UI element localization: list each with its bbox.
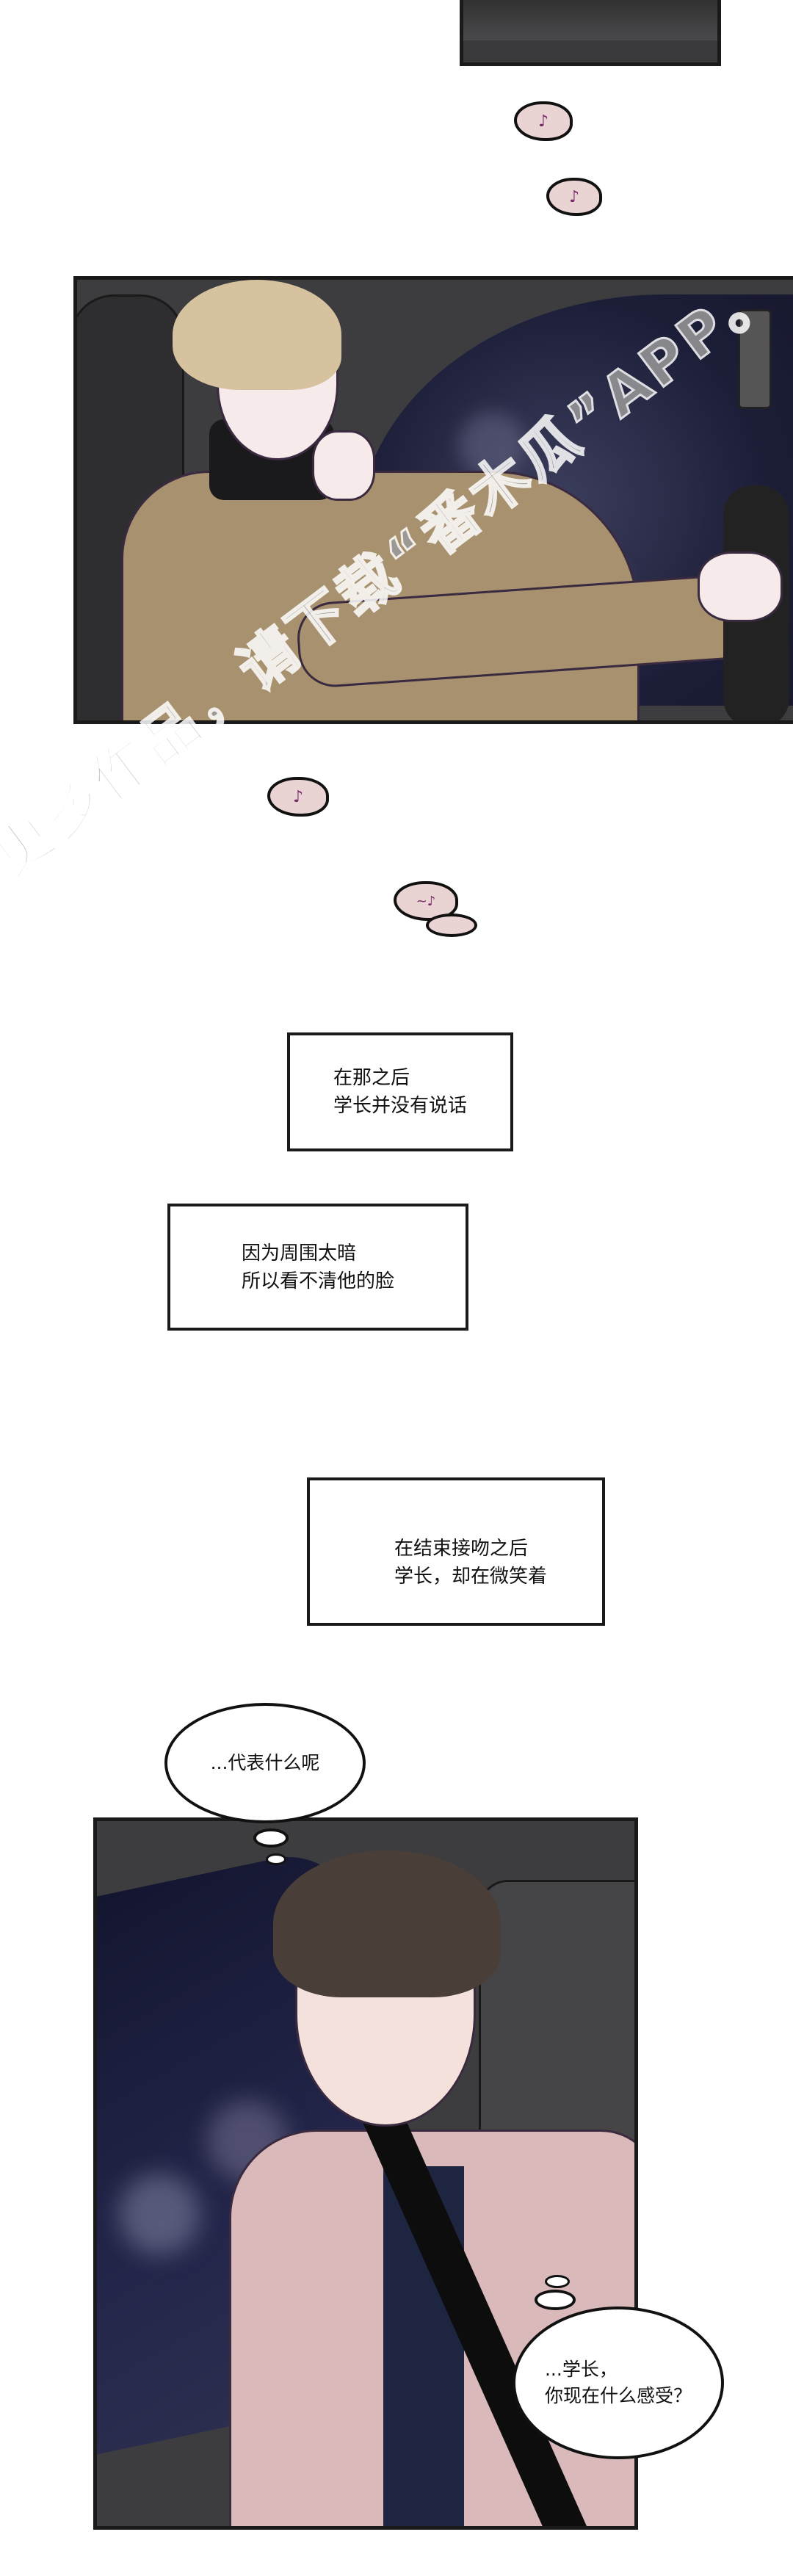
top-partial-panel: [460, 0, 721, 66]
rearview-mirror: [738, 309, 772, 409]
narration-text: 因为周围太暗 所以看不清他的脸: [241, 1242, 394, 1292]
thought-tail: [545, 2275, 570, 2288]
panel-driver-blond: [73, 276, 793, 724]
music-note-bubble: ♪: [514, 101, 573, 141]
hand-on-wheel: [698, 551, 783, 622]
thought-tail: [535, 2290, 576, 2310]
speech-text: ...学长， 你现在什么感受？: [544, 2359, 692, 2406]
narration-text: 在结束接吻之后 学长，却在微笑着: [394, 1538, 547, 1588]
blond-hair: [173, 280, 341, 390]
narration-box: 因为周围太暗 所以看不清他的脸: [167, 1204, 468, 1331]
thought-tail: [266, 1853, 286, 1865]
humming-tail: [426, 913, 477, 937]
panel-passenger: [93, 1817, 638, 2530]
brown-hair: [273, 1850, 501, 1997]
thought-tail: [253, 1828, 289, 1848]
narration-text: 在那之后 学长并没有说话: [333, 1067, 467, 1117]
music-note-bubble: ♪: [546, 178, 602, 216]
narration-box: 在那之后 学长并没有说话: [287, 1032, 513, 1151]
speech-bubble: ...学长， 你现在什么感受？: [513, 2307, 724, 2459]
narration-box: 在结束接吻之后 学长，却在微笑着: [307, 1477, 605, 1626]
music-note-bubble: ♪: [267, 777, 329, 817]
hand-on-chin: [312, 430, 375, 501]
thought-bubble: ...代表什么呢: [164, 1703, 366, 1823]
thought-text: ...代表什么呢: [210, 1752, 320, 1773]
humming-bubble: ~♪: [394, 881, 458, 921]
